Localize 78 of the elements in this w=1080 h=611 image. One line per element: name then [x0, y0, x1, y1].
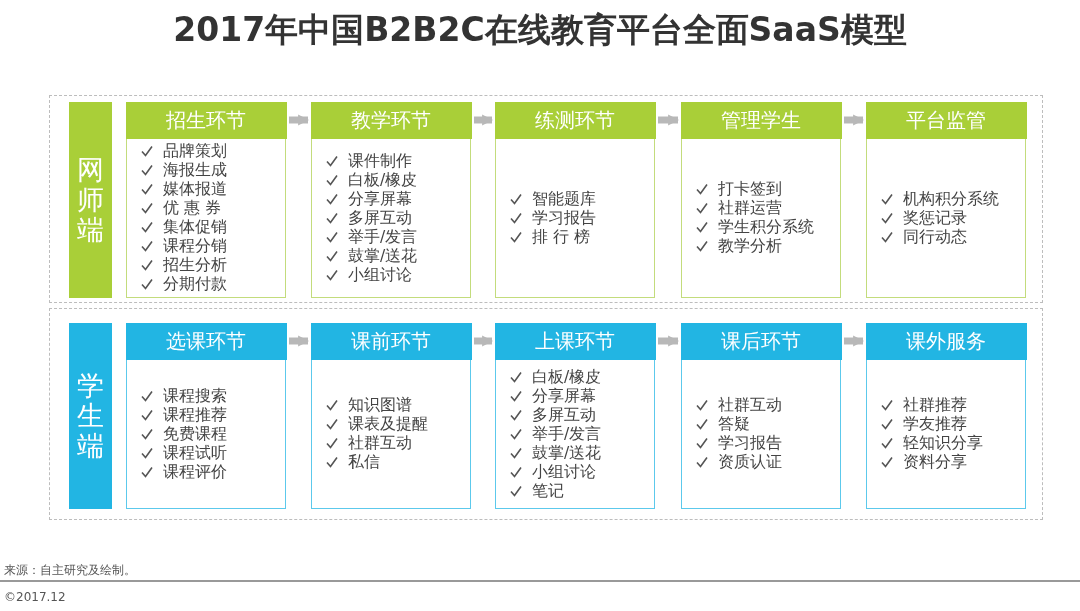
stage-card: [866, 323, 1026, 509]
list-item-text: 排 行 榜: [532, 226, 590, 247]
list-item-text: 教学分析: [718, 236, 782, 257]
list-item-text: 分享屏幕: [532, 385, 596, 406]
stage-card: [866, 102, 1026, 298]
dashed-group-frame: [49, 95, 1043, 303]
list-item-text: 社群互动: [718, 395, 782, 416]
list-item-text: 分期付款: [163, 274, 227, 295]
list-item-text: 社群推荐: [903, 395, 967, 415]
list-item-text: 资质认证: [718, 452, 782, 473]
list-item-text: 知识图谱: [348, 395, 412, 416]
list-item-text: 小组讨论: [532, 461, 596, 482]
list-item-text: 同行动态: [903, 226, 967, 247]
stage-card: [495, 323, 655, 509]
stage-header: 课前环节: [310, 322, 472, 360]
list-item-text: 学习报告: [718, 433, 782, 454]
list-item-text: 招生分析: [163, 255, 227, 276]
list-item-text: 社群运营: [718, 198, 782, 218]
stage-header: 平台监管: [865, 101, 1027, 139]
list-item-text: 学生积分系统: [718, 217, 814, 238]
list-item-text: 资料分享: [903, 452, 967, 473]
list-item-text: 社群互动: [348, 433, 412, 454]
list-item-text: 打卡签到: [718, 179, 782, 199]
stage-header: 选课环节: [125, 322, 287, 360]
list-item-text: 举手/发言: [532, 423, 602, 444]
list-item-text: 集体促销: [163, 217, 227, 238]
list-item-text: 品牌策划: [163, 141, 227, 161]
list-item-text: 轻知识分享: [903, 433, 983, 453]
stage-card: [311, 102, 471, 298]
footer-note: 来源：自主研究及绘制。: [4, 562, 136, 579]
list-item-text: 学习报告: [532, 207, 596, 228]
stage-header: 管理学生: [680, 101, 842, 139]
list-item-text: 媒体报道: [163, 179, 227, 199]
diagram-title: 2017年中国B2B2C在线教育平台全面SaaS模型: [172, 9, 908, 51]
stage-header: 教学环节: [310, 101, 472, 139]
stage-header: 练测环节: [494, 101, 656, 139]
list-item-text: 多屏互动: [532, 404, 596, 425]
list-item-text: 举手/发言: [348, 226, 418, 247]
list-item-text: 课件制作: [348, 150, 412, 171]
list-item-text: 私信: [348, 452, 380, 473]
list-item-text: 课程评价: [163, 461, 227, 482]
list-item-text: 鼓掌/送花: [532, 442, 602, 463]
stage-card: [311, 323, 471, 509]
list-item-text: 海报生成: [163, 160, 227, 181]
list-item-text: 学友推荐: [903, 414, 967, 435]
footer-note: ©2017.12: [4, 590, 66, 604]
side-label-text: 网师端: [77, 155, 104, 245]
list-item-text: 机构积分系统: [903, 188, 999, 209]
list-item-text: 课程搜索: [163, 385, 227, 406]
list-item-text: 鼓掌/送花: [348, 245, 418, 266]
stage-card: [681, 323, 841, 509]
list-item-text: 课程推荐: [163, 404, 227, 425]
stage-card: [126, 323, 286, 509]
stage-header: 招生环节: [125, 101, 287, 139]
list-item-text: 智能题库: [532, 188, 596, 209]
stage-header: 课外服务: [865, 322, 1027, 360]
list-item-text: 笔记: [532, 480, 564, 501]
list-item-text: 课程试听: [163, 442, 227, 463]
side-label-text: 学生端: [77, 371, 104, 461]
list-item-text: 白板/橡皮: [348, 169, 418, 190]
list-item-text: 分享屏幕: [348, 188, 412, 209]
list-item-text: 优 惠 券: [163, 198, 221, 219]
stage-header: 上课环节: [494, 322, 656, 360]
stage-card: [681, 102, 841, 298]
stage-card: [495, 102, 655, 298]
side-label-bar: [69, 323, 112, 509]
side-label-bar: [69, 102, 112, 298]
list-item-text: 小组讨论: [348, 264, 412, 285]
dashed-group-frame: [49, 308, 1043, 520]
list-item-text: 免费课程: [163, 423, 227, 444]
stage-card: [126, 102, 286, 298]
list-item-text: 多屏互动: [348, 207, 412, 228]
list-item-text: 白板/橡皮: [532, 366, 602, 387]
list-item-text: 课程分销: [163, 236, 227, 256]
list-item-text: 奖惩记录: [903, 207, 967, 228]
stage-header: 课后环节: [680, 322, 842, 360]
list-item-text: 答疑: [718, 414, 750, 435]
list-item-text: 课表及提醒: [348, 414, 428, 435]
